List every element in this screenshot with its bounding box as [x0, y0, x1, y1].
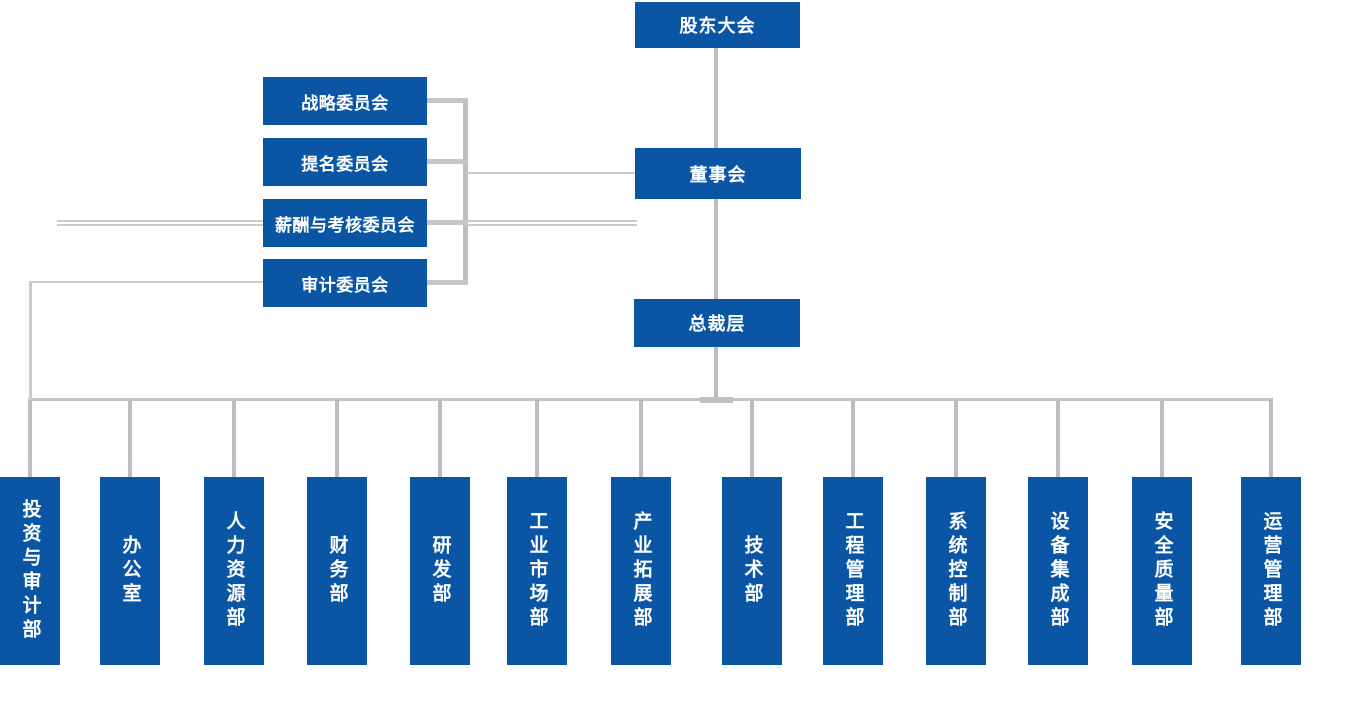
dept-box-system-control: 系统控制部 — [926, 477, 986, 665]
connector-committee-trunk — [463, 98, 468, 285]
connector-stub-nomination — [427, 159, 468, 164]
committee-box-nomination: 提名委员会 — [263, 138, 427, 186]
president-level-box: 总裁层 — [634, 299, 800, 347]
connector-trunk-board — [466, 172, 635, 174]
connector-main-rail — [28, 398, 1273, 401]
connector-shareholders-board — [714, 46, 718, 148]
connector-drop-9 — [851, 400, 855, 478]
connector-audit-down — [29, 281, 32, 400]
connector-drop-11 — [1056, 400, 1060, 478]
connector-president-rail — [714, 347, 718, 400]
dept-box-investment-audit: 投资与审计部 — [0, 477, 60, 665]
connector-stub-remuneration — [427, 220, 468, 225]
committee-box-audit: 审计委员会 — [263, 259, 427, 307]
dept-box-industrial-market: 工业市场部 — [507, 477, 567, 665]
connector-audit-left — [31, 281, 263, 283]
dept-box-industry-expansion: 产业拓展部 — [611, 477, 671, 665]
shareholders-meeting-box: 股东大会 — [635, 2, 800, 48]
connector-drop-6 — [535, 400, 539, 478]
connector-drop-3 — [232, 400, 236, 478]
committee-box-remuneration-appraisal: 薪酬与考核委员会 — [263, 199, 427, 247]
connector-double-right-a — [466, 220, 637, 222]
connector-double-left-b — [57, 224, 263, 226]
dept-box-equipment-integration: 设备集成部 — [1028, 477, 1088, 665]
connector-drop-4 — [335, 400, 339, 478]
dept-box-operations-management: 运营管理部 — [1241, 477, 1301, 665]
connector-stub-strategy — [427, 98, 468, 103]
connector-drop-12 — [1160, 400, 1164, 478]
connector-drop-7 — [639, 400, 643, 478]
connector-drop-1 — [28, 400, 32, 478]
connector-drop-13 — [1269, 400, 1273, 478]
connector-drop-2 — [128, 400, 132, 478]
connector-drop-5 — [438, 400, 442, 478]
dept-box-finance: 财务部 — [307, 477, 367, 665]
dept-box-engineering-management: 工程管理部 — [823, 477, 883, 665]
board-of-directors-box: 董事会 — [635, 148, 801, 199]
dept-box-technology: 技术部 — [722, 477, 782, 665]
dept-box-research-development: 研发部 — [410, 477, 470, 665]
connector-stub-audit — [427, 280, 468, 285]
connector-double-right-b — [466, 224, 637, 226]
connector-drop-8 — [750, 400, 754, 478]
dept-box-safety-quality: 安全质量部 — [1132, 477, 1192, 665]
committee-box-strategy: 战略委员会 — [263, 77, 427, 125]
connector-rail-junction — [700, 397, 733, 403]
connector-board-president — [714, 198, 718, 299]
connector-drop-10 — [954, 400, 958, 478]
connector-double-left-a — [57, 220, 263, 222]
dept-box-general-office: 办公室 — [100, 477, 160, 665]
dept-box-human-resources: 人力资源部 — [204, 477, 264, 665]
